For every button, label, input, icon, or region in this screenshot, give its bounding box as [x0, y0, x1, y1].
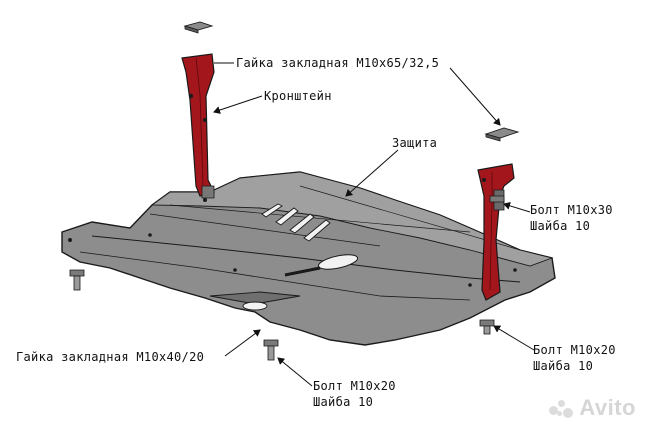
label-bolt-m10x30: Болт М10х30 [530, 203, 613, 217]
label-bracket: Кронштейн [264, 89, 332, 103]
label-guard: Защита [392, 136, 438, 150]
label-washer-10-c: Шайба 10 [313, 395, 374, 409]
skid-plate [61, 171, 556, 346]
bolt-right-lower [479, 319, 495, 335]
vent-slots [261, 203, 331, 242]
avito-logo-icon [549, 400, 575, 419]
label-washer-10-a: Шайба 10 [530, 219, 591, 233]
avito-watermark-text: Avito [579, 395, 636, 420]
drain-hole [317, 254, 359, 270]
leader-lines [213, 62, 535, 387]
insert-nut-right [484, 127, 520, 142]
insert-nut-top-left [183, 21, 214, 34]
label-nut-m10x65: Гайка закладная М10х65/32,5 [236, 56, 440, 70]
label-nut-m10x40: Гайка закладная М10х40/20 [16, 350, 205, 364]
avito-watermark: Avito [549, 395, 636, 421]
bolt-left [69, 269, 85, 291]
label-bolt-m10x20-bottom: Болт М10х20 [313, 379, 396, 393]
label-washer-10-b: Шайба 10 [533, 359, 594, 373]
bolt-right-upper [489, 195, 505, 203]
bolt-bottom [263, 339, 279, 361]
label-bolt-m10x20-right: Болт М10х20 [533, 343, 616, 357]
bracket-left [181, 53, 215, 199]
